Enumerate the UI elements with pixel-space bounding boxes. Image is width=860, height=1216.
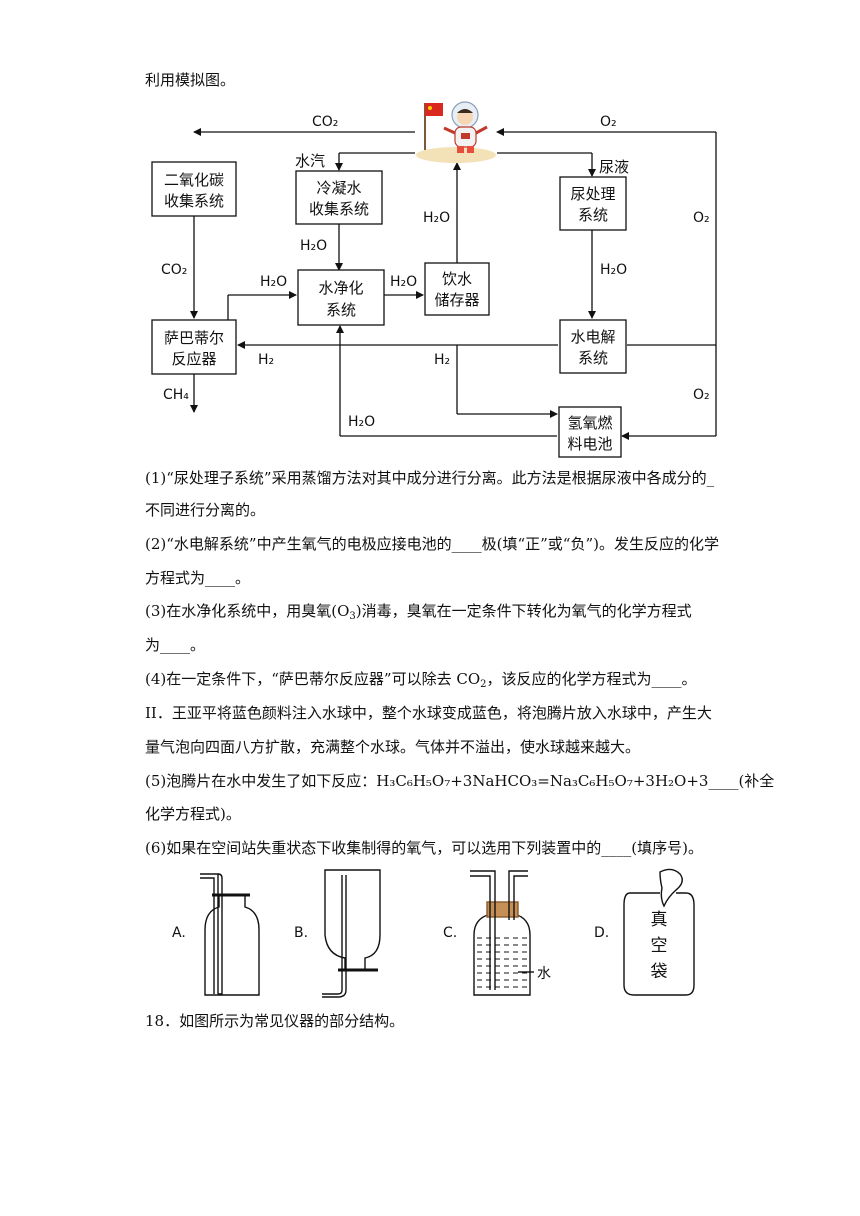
label-o2-right: O₂ <box>693 210 710 226</box>
apparatus-c-icon <box>470 870 534 996</box>
label-h2o-bottom: H₂O <box>348 414 375 430</box>
box-fuel-cell <box>558 406 622 458</box>
label-h2o-urine: H₂O <box>600 262 627 278</box>
box-sabatier-l1: 萨巴蒂尔 <box>164 329 224 347</box>
apparatus-options: A. B. C. D. <box>172 868 695 998</box>
option-d-label: D. <box>594 925 609 941</box>
box-fuel-cell-l1: 氢氧燃 <box>567 414 612 432</box>
q3-pre: (3)在水净化系统中，用臭氧(O <box>145 602 350 620</box>
q3-sub: 3 <box>349 611 356 622</box>
label-o2-right-low: O₂ <box>693 387 710 403</box>
q1-line2: 不同进行分离的。 <box>145 501 266 519</box>
box-co2-collect-l1: 二氧化碳 <box>164 171 224 189</box>
q3-line1: (3)在水净化系统中，用臭氧(O3)消毒，臭氧在一定条件下转化为氧气的化学方程式 <box>145 601 692 622</box>
box-purify-l1: 水净化 <box>318 279 363 297</box>
option-c-label: C. <box>443 925 457 941</box>
intro-text: 利用模拟图。 <box>145 71 236 89</box>
q4-pre: (4)在一定条件下，“萨巴蒂尔反应器”可以除去 CO <box>145 670 481 688</box>
box-fuel-cell-l2: 料电池 <box>567 435 612 453</box>
option-a-label: A. <box>172 925 186 941</box>
apparatus-a-icon <box>200 873 260 996</box>
box-electrolysis-l2: 系统 <box>578 349 608 367</box>
water-label: 水 <box>537 966 551 982</box>
q5-line2: 化学方程式)。 <box>145 805 241 823</box>
box-sabatier-l2: 反应器 <box>171 350 216 368</box>
option-b-label: B. <box>294 925 308 941</box>
label-vapor: 水汽 <box>295 152 325 170</box>
label-h2o-up: H₂O <box>423 210 450 226</box>
box-purify <box>297 269 385 326</box>
label-o2-top: O₂ <box>600 114 617 130</box>
label-h2-left: H₂ <box>258 352 274 368</box>
box-store <box>424 262 490 316</box>
q18-line: 18．如图所示为常见仪器的部分结构。 <box>145 1012 405 1030</box>
astronaut-icon <box>416 101 496 163</box>
box-electrolysis <box>559 319 627 374</box>
q2-line1: (2)“水电解系统”中产生氧气的电极应接电池的____极(填“正”或“负”)。发… <box>145 535 719 553</box>
q4-sub: 2 <box>480 679 487 690</box>
label-h2-mid: H₂ <box>434 352 450 368</box>
label-ch4: CH₄ <box>163 387 189 403</box>
label-urine: 尿液 <box>599 158 629 176</box>
bag-text-1: 真 <box>651 910 668 930</box>
bag-text-3: 袋 <box>651 962 668 982</box>
q3-line2: 为____。 <box>145 636 206 654</box>
box-urine-proc <box>559 176 627 231</box>
q3-post: )消毒，臭氧在一定条件下转化为氧气的化学方程式 <box>355 602 692 620</box>
box-store-l2: 储存器 <box>434 291 479 309</box>
bag-text-2: 空 <box>651 936 668 956</box>
box-co2-collect-l2: 收集系统 <box>164 192 224 210</box>
label-co2-top: CO₂ <box>312 114 338 130</box>
vacuum-bag-icon <box>623 868 695 996</box>
part2-line2: 量气泡向四面八方扩散，充满整个水球。气体并不溢出，使水球越来越大。 <box>145 738 641 756</box>
label-h2o-to-purify: H₂O <box>260 274 287 290</box>
label-co2-left: CO₂ <box>161 262 187 278</box>
life-support-flow-diagram: 二氧化碳 收集系统 冷凝水 收集系统 尿处理 系统 水净化 系统 饮水 储存器 … <box>151 101 717 458</box>
q6-line: (6)如果在空间站失重状态下收集制得的氧气，可以选用下列装置中的____(填序号… <box>145 839 703 857</box>
box-electrolysis-l1: 水电解 <box>570 328 615 346</box>
label-h2o-to-store: H₂O <box>390 274 417 290</box>
q5-line1: (5)泡腾片在水中发生了如下反应：H₃C₆H₅O₇+3NaHCO₃=Na₃C₆H… <box>145 772 775 790</box>
q1-line1: (1)“尿处理子系统”采用蒸馏方法对其中成分进行分离。此方法是根据尿液中各成分的… <box>145 469 715 487</box>
box-sabatier <box>151 319 237 375</box>
box-purify-l2: 系统 <box>326 301 356 319</box>
box-urine-l2: 系统 <box>578 206 608 224</box>
q2-line2: 方程式为____。 <box>145 569 251 587</box>
box-store-l1: 饮水 <box>442 270 472 288</box>
apparatus-b-icon <box>322 869 381 998</box>
label-h2o-cond: H₂O <box>300 238 327 254</box>
part2-line1: II．王亚平将蓝色颜料注入水球中，整个水球变成蓝色，将泡腾片放入水球中，产生大 <box>145 704 712 722</box>
box-condense <box>295 170 383 225</box>
box-co2-collect <box>151 161 237 217</box>
box-condense-l2: 收集系统 <box>309 200 369 218</box>
box-urine-l1: 尿处理 <box>570 185 615 203</box>
box-condense-l1: 冷凝水 <box>316 179 361 197</box>
q4-line: (4)在一定条件下，“萨巴蒂尔反应器”可以除去 CO2，该反应的化学方程式为__… <box>145 669 697 690</box>
q4-post: ，该反应的化学方程式为____。 <box>486 670 697 688</box>
